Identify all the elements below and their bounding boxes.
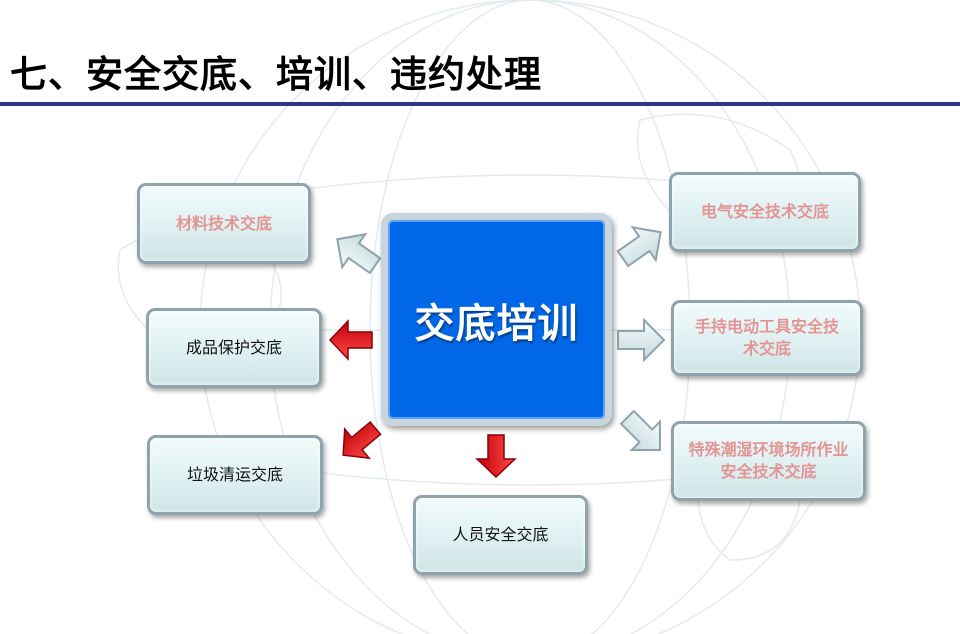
node-handheld-tools: 手持电动工具安全技术交底 xyxy=(671,300,863,376)
arrow-up-right-icon xyxy=(616,225,662,268)
node-electrical: 电气安全技术交底 xyxy=(669,172,861,252)
arrow-down-right-icon xyxy=(619,409,661,451)
node-material-label: 材料技术交底 xyxy=(175,213,272,233)
node-garbage: 垃圾清运交底 xyxy=(147,435,323,515)
title-underline xyxy=(0,102,960,106)
node-garbage-label: 垃圾清运交底 xyxy=(186,465,283,484)
node-humid-environment-label: 特殊潮湿环境场所作业安全技术交底 xyxy=(688,440,849,481)
node-material: 材料技术交底 xyxy=(137,183,311,264)
page-title: 七、安全交底、培训、违约处理 xyxy=(10,53,542,96)
node-electrical-label: 电气安全技术交底 xyxy=(700,202,829,221)
node-handheld-tools-label: 手持电动工具安全技术交底 xyxy=(694,317,839,358)
node-personnel: 人员安全交底 xyxy=(413,495,588,575)
arrow-right-icon xyxy=(617,317,666,363)
node-humid-environment: 特殊潮湿环境场所作业安全技术交底 xyxy=(671,421,866,501)
center-node-label: 交底培训 xyxy=(414,300,579,347)
arrow-up-left-icon xyxy=(336,232,382,275)
node-product-protection-label: 成品保护交底 xyxy=(185,338,282,357)
center-node: 交底培训 xyxy=(381,213,612,426)
node-personnel-label: 人员安全交底 xyxy=(452,525,549,544)
node-product-protection: 成品保护交底 xyxy=(146,308,322,388)
arrow-down-left-icon xyxy=(342,420,382,460)
arrow-down-icon xyxy=(475,434,517,479)
arrow-left-icon xyxy=(328,319,373,361)
